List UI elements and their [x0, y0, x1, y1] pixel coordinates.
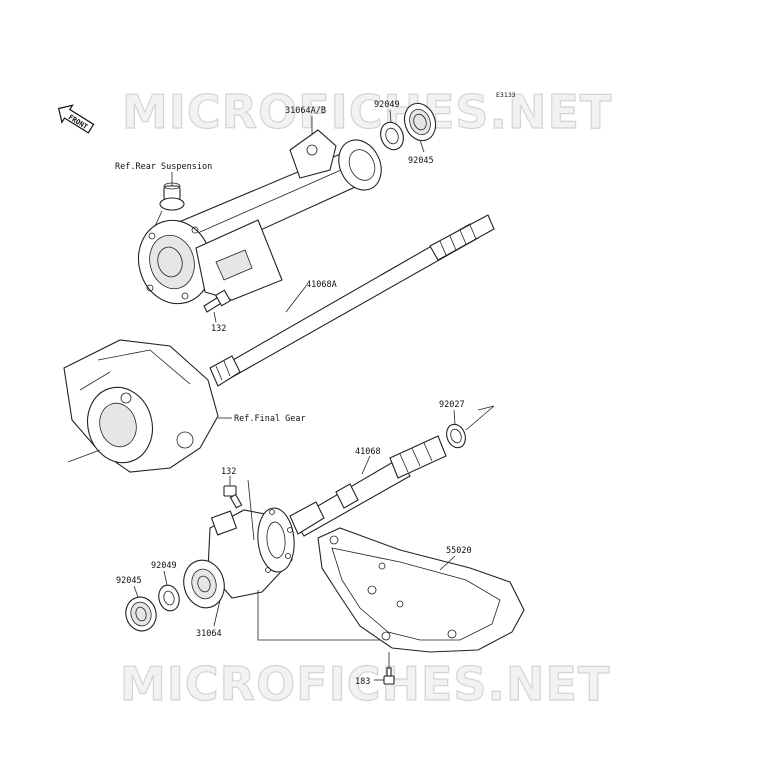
- rear-suspension-bushing: [154, 182, 185, 227]
- watermark-top: MICROFICHES.NET: [122, 85, 612, 139]
- label-92049-bottom: 92049: [151, 561, 177, 571]
- swingarm-housing-top: [138, 129, 382, 305]
- label-132-mid: 132: [221, 467, 236, 477]
- label-ref-rear-suspension: Ref.Rear Suspension: [115, 162, 212, 172]
- label-41068a: 41068A: [306, 280, 337, 290]
- leader-seal-bottom: [163, 570, 168, 586]
- bolt-132-top: [203, 289, 232, 313]
- bearing-bottom: [125, 596, 157, 632]
- drive-shaft-long: [209, 214, 495, 387]
- leader-bolt-top: [213, 311, 217, 323]
- oil-seal-top: [380, 121, 404, 151]
- label-31064a-b: 31064A/B: [285, 106, 326, 116]
- leader-bearing-bottom: [133, 585, 139, 598]
- label-183: 183: [355, 677, 370, 687]
- bolt-183: [383, 652, 395, 685]
- leader-bearing-top: [419, 139, 425, 153]
- drive-shaft-short: [289, 435, 447, 537]
- bearing-top: [403, 102, 437, 142]
- label-132-top: 132: [211, 324, 226, 334]
- label-31064: 31064: [196, 629, 222, 639]
- swingarm-housing-bottom: [183, 479, 410, 641]
- front-arrow-icon: FRONT: [57, 104, 95, 134]
- label-92045-bottom: 92045: [116, 576, 142, 586]
- bolt-132-mid: [223, 485, 243, 509]
- ring-92027: [446, 405, 495, 449]
- leader-shaft-short: [361, 455, 371, 475]
- label-ref-final-gear: Ref.Final Gear: [234, 414, 306, 424]
- label-92049-top: 92049: [374, 100, 400, 110]
- leader-shaft-long: [285, 285, 307, 313]
- leader-seal-top: [389, 109, 392, 123]
- leader-housing: [213, 599, 221, 627]
- label-92027: 92027: [439, 400, 465, 410]
- label-92045-top: 92045: [408, 156, 434, 166]
- leader-ring: [453, 409, 456, 425]
- label-41068: 41068: [355, 447, 381, 457]
- oil-seal-bottom: [158, 584, 180, 612]
- diagram-code: E3133: [496, 91, 516, 99]
- watermark-bottom: MICROFICHES.NET: [120, 657, 610, 711]
- final-gear-case: [63, 339, 219, 473]
- guard-55020: [317, 527, 525, 653]
- label-55020: 55020: [446, 546, 472, 556]
